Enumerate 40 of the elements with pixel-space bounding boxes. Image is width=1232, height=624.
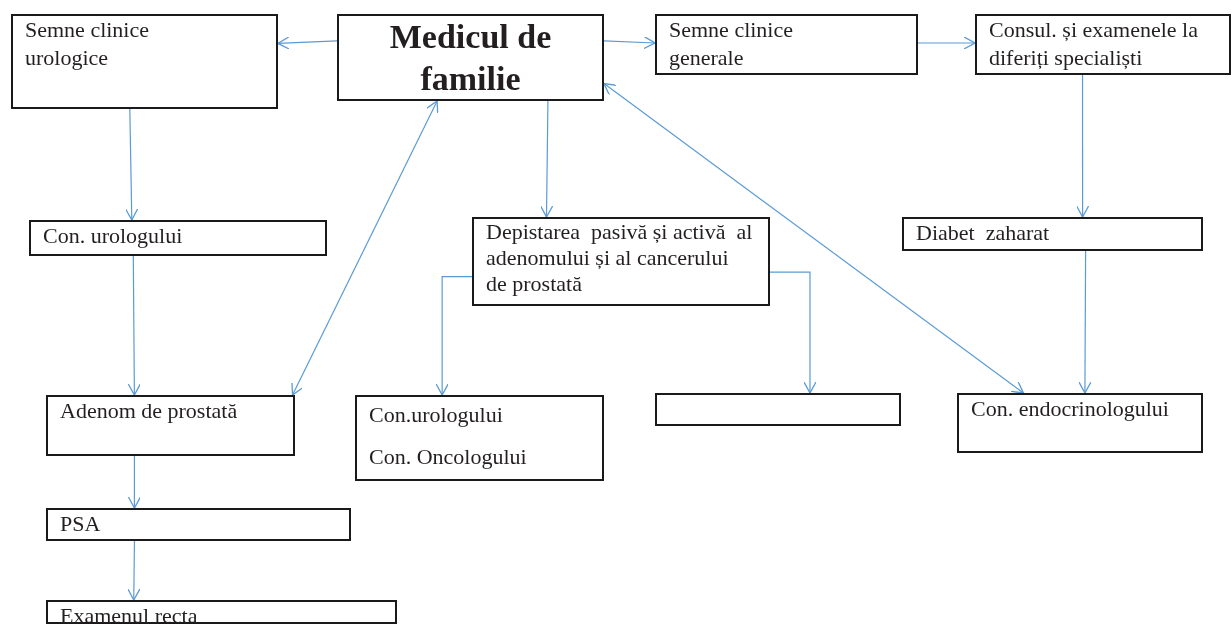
- node-text: Adenom de prostată: [60, 397, 239, 425]
- empty-box: [655, 393, 901, 426]
- arrow: [603, 82, 1025, 394]
- arrow: [124, 108, 139, 221]
- arrow: [769, 271, 817, 394]
- node-text: Con. urologului: [43, 222, 184, 250]
- arrow: [127, 455, 142, 509]
- process-box: [46, 508, 351, 541]
- process-box: [975, 14, 1231, 75]
- node-text: PSA: [60, 510, 102, 538]
- process-box: [655, 14, 918, 75]
- arrow: [127, 255, 141, 396]
- process-box: [11, 14, 278, 109]
- node-text: Consul. și examenele la diferiți specialiști: [989, 16, 1199, 72]
- node-text: Con. endocrinologului: [971, 395, 1170, 423]
- process-box: [46, 395, 295, 456]
- arrow: [540, 100, 554, 218]
- process-box: [46, 600, 397, 624]
- arrow: [917, 36, 976, 50]
- arrow: [277, 36, 338, 50]
- node-text: Semne clinice generale: [669, 16, 794, 72]
- arrow: [291, 100, 439, 396]
- node-text: Semne clinice urologice: [25, 16, 150, 72]
- process-box: [957, 393, 1203, 453]
- node-text: Con.urologului: [369, 401, 504, 429]
- node-text: Examenul recta: [60, 602, 199, 624]
- arrow: [127, 540, 141, 601]
- process-box: [902, 217, 1203, 251]
- arrow: [435, 276, 473, 396]
- arrow: [1075, 74, 1090, 218]
- process-box: [337, 14, 604, 101]
- process-box: [472, 217, 770, 306]
- node-text: Depistarea pasivă și activă al adenomului și al cancerului de prostată: [486, 219, 754, 297]
- node-title: Medicul de familie: [388, 16, 553, 99]
- node-text: Con. Oncologului: [369, 443, 528, 471]
- arrow: [1078, 250, 1092, 394]
- node-text: Diabet zaharat: [916, 219, 1051, 247]
- process-box: [355, 395, 604, 481]
- arrow: [603, 35, 656, 50]
- process-box: [29, 220, 327, 256]
